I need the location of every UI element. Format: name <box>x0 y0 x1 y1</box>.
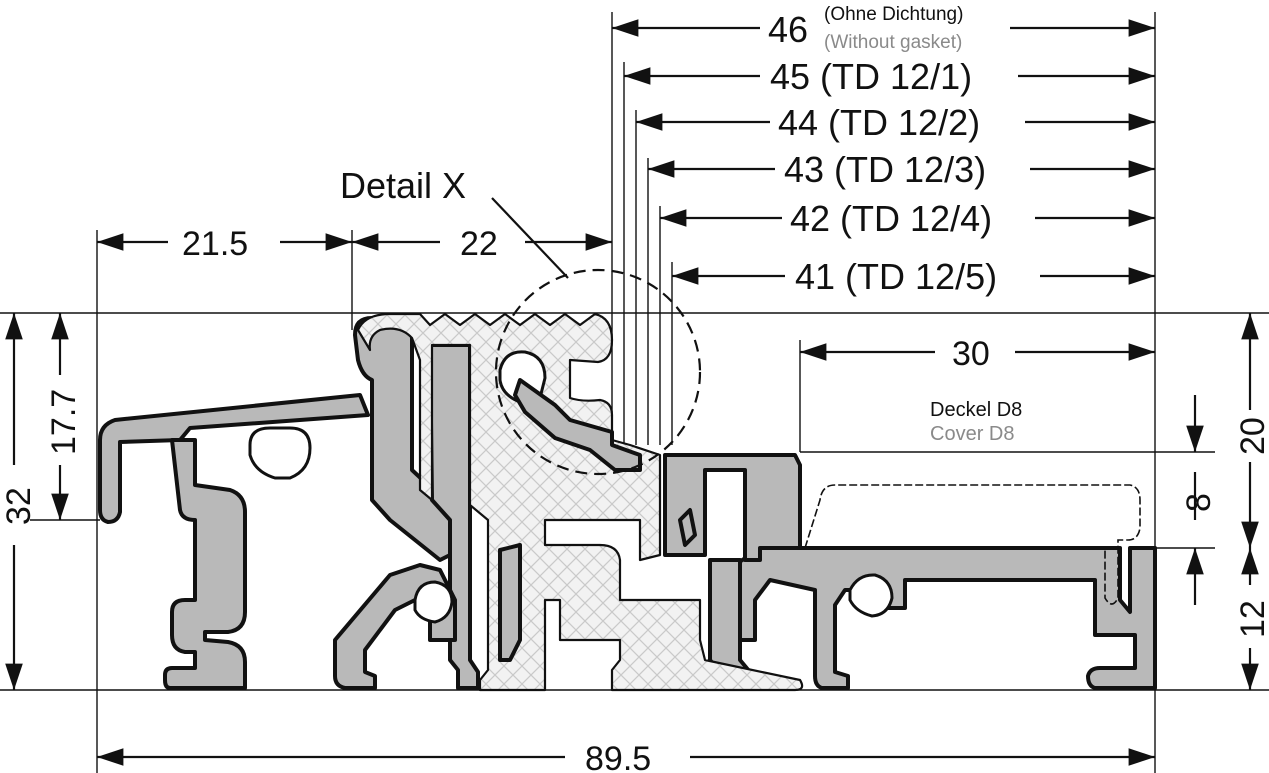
dim-44-label: 44 (TD 12/2) <box>778 102 980 143</box>
dim-89-5-label: 89.5 <box>585 740 651 773</box>
dim-8-label: 8 <box>1180 493 1218 512</box>
gasket-insert <box>356 312 804 692</box>
cover-d8-label-en: Cover D8 <box>930 423 1014 445</box>
dim-43-label: 43 (TD 12/3) <box>784 149 986 190</box>
aluminium-profile <box>98 316 1157 690</box>
dim-21-5-label: 21.5 <box>182 225 248 263</box>
dim-46-note-en: (Without gasket) <box>824 32 962 53</box>
cover-d8-label-de: Deckel D8 <box>930 399 1022 421</box>
dimension-lines <box>5 19 1259 766</box>
detail-x-circle <box>494 268 702 476</box>
dim-45-label: 45 (TD 12/1) <box>770 56 972 97</box>
dim-12-label: 12 <box>1234 600 1269 638</box>
dim-41-label: 41 (TD 12/5) <box>795 256 997 297</box>
dim-17-7-label: 17.7 <box>45 389 83 455</box>
detail-x-label: Detail X <box>340 165 466 206</box>
detail-x-leader <box>491 197 569 279</box>
cover-d8-outline <box>804 484 1141 605</box>
dim-22-label: 22 <box>460 225 498 263</box>
dim-32-label: 32 <box>0 487 38 525</box>
dim-30-label: 30 <box>952 335 990 373</box>
dim-20-label: 20 <box>1234 417 1269 455</box>
dim-46-label: 46 <box>768 9 808 50</box>
dim-46-note-de: (Ohne Dichtung) <box>824 4 963 25</box>
dim-42-label: 42 (TD 12/4) <box>790 198 992 239</box>
